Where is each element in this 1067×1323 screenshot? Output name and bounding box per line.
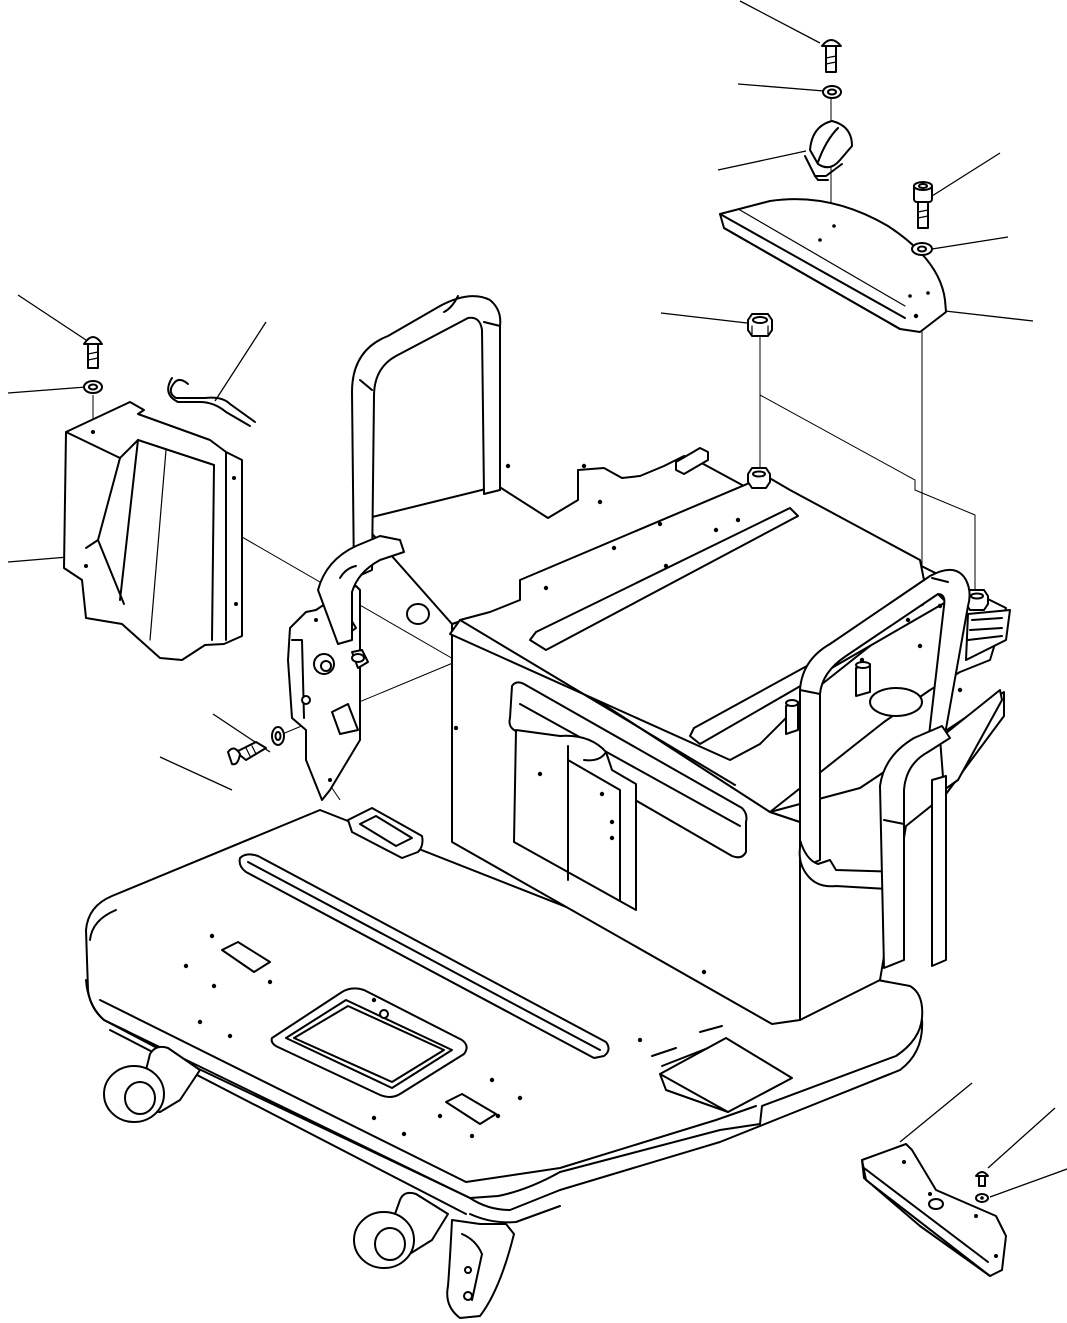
platform-holes: [183, 933, 707, 1139]
seat-base-box: [359, 447, 1011, 1025]
spring-clip: [804, 120, 853, 181]
mounting-bracket: [719, 198, 947, 333]
left-bolt: [83, 336, 103, 369]
flange-nut: [747, 313, 773, 337]
wire-clip: [167, 377, 256, 427]
leader-left-washer: [7, 386, 87, 394]
leader-flange-nut: [660, 312, 748, 324]
leader-left-bolt: [17, 294, 87, 341]
leader-upper-bolt: [739, 0, 821, 44]
lower-bolt: [975, 1171, 989, 1187]
axis-nut-to-frame: [759, 394, 976, 590]
rollover-handle-right: [798, 569, 971, 969]
left-washer: [83, 380, 103, 394]
leader-lines: [7, 0, 1067, 1198]
rollover-handle-left: [317, 295, 502, 645]
upper-bolt: [821, 39, 842, 73]
leader-mounting-bracket: [944, 310, 1034, 322]
leader-wire-clip: [214, 321, 267, 402]
leader-lower-bracket: [899, 1082, 973, 1143]
leader-lower-bolt: [987, 1107, 1056, 1169]
leader-bracket-washer: [931, 236, 1009, 250]
leader-lower-washer: [989, 1168, 1067, 1198]
upper-washer: [822, 85, 842, 99]
side-bolt: [227, 741, 267, 766]
leader-side-bolt: [159, 756, 233, 791]
platform-wheels: [103, 1045, 515, 1319]
lower-bracket: [861, 1143, 1007, 1277]
side-cover: [63, 401, 243, 661]
leader-cap-screw: [931, 152, 1001, 197]
leader-spring-clip: [717, 150, 807, 171]
operator-platform: [85, 807, 924, 1224]
lower-washer: [975, 1193, 989, 1203]
side-washer: [271, 726, 285, 746]
bracket-washer: [911, 242, 933, 256]
leader-upper-washer: [737, 83, 825, 92]
bracket-cap-screw: [913, 181, 933, 229]
